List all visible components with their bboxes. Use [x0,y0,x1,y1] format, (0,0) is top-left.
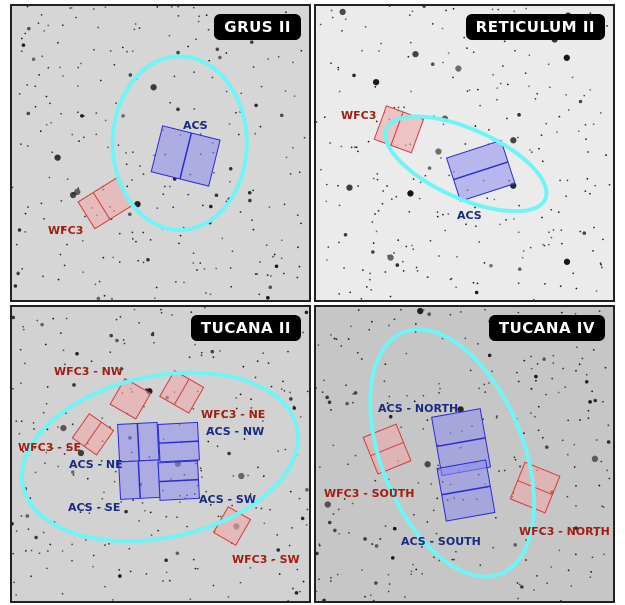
acs-sw-footprint [157,460,200,501]
wfc3-sw-label: WFC3 - SW [232,553,300,566]
star-field [316,307,613,601]
half-light-ellipse [383,114,549,214]
acs-label: ACS [457,209,482,222]
half-light-ellipse [19,370,301,544]
acs-se-footprint [118,459,161,500]
wfc3-north-label: WFC3 - NORTH [519,525,610,538]
star-field [12,307,309,601]
acs-north-label: ACS - NORTH [378,402,459,415]
half-light-ellipse [368,327,537,579]
acs-se-label: ACS - SE [68,501,121,514]
acs-sw-label: ACS - SW [199,493,256,506]
wfc3-nw-label: WFC3 - NW [54,365,123,378]
panel-grus-ii: GRUS II ACS WFC3 [10,4,311,302]
acs-south-footprint [436,459,496,522]
acs-ne-footprint [117,421,160,463]
wfc3-nw-footprint [109,377,152,420]
wfc3-ne-label: WFC3 - NE [201,408,266,421]
acs-label: ACS [183,119,208,132]
panel-title: TUCANA IV [488,315,605,341]
wfc3-south-label: WFC3 - SOUTH [324,487,415,500]
panel-tucana-iv: TUCANA IV ACS - NORTH ACS - SOUTH WFC3 -… [314,305,615,603]
acs-ne-label: ACS - NE [69,458,123,471]
acs-nw-label: ACS - NW [206,425,265,438]
panel-title: GRUS II [214,14,301,40]
half-light-ellipse [110,54,249,232]
star-field [316,6,613,300]
wfc3-se-label: WFC3 - SE [18,441,82,454]
star-field [12,6,309,300]
wfc3-ne-footprint [159,369,205,414]
panel-reticulum-ii: RETICULUM II ACS WFC3 [314,4,615,302]
panel-tucana-ii: TUCANA II WFC3 - NW WFC3 - NE WFC3 - SE … [10,305,311,603]
acs-south-label: ACS - SOUTH [401,535,481,548]
panel-title: TUCANA II [190,315,301,341]
wfc3-label: WFC3 [48,224,84,237]
panel-title: RETICULUM II [465,14,605,40]
acs-footprint [445,139,516,202]
acs-footprint [150,125,221,187]
wfc3-se-footprint [71,412,115,456]
acs-nw-footprint [157,421,200,463]
wfc3-label: WFC3 [341,109,377,122]
